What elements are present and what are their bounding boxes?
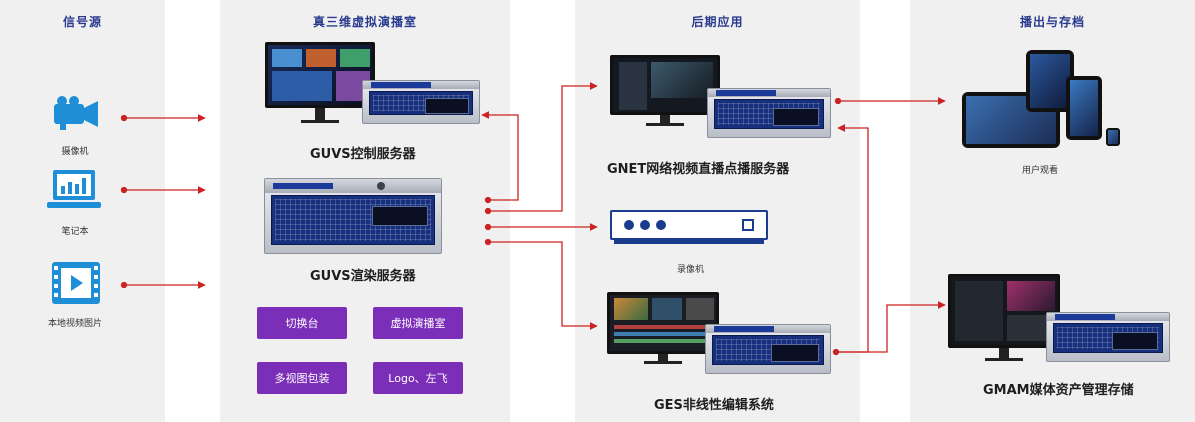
gmam-storage-label: GMAM媒体资产管理存储	[983, 383, 1134, 398]
column-title-studio: 真三维虚拟演播室	[312, 15, 417, 29]
watch-icon	[1106, 128, 1120, 146]
film-play-icon	[52, 262, 100, 304]
source-label-local-media: 本地视频图片	[47, 319, 102, 329]
function-switcher: 切换台	[257, 307, 347, 339]
control-server-label: GUVS控制服务器	[310, 147, 416, 162]
recorder-label: 录像机	[677, 265, 705, 275]
ges-monitor	[607, 292, 719, 364]
control-monitor	[265, 42, 375, 126]
ges-server-rack	[705, 324, 831, 374]
phone-icon	[1066, 76, 1102, 140]
source-label-laptop: 笔记本	[61, 227, 89, 237]
gnet-monitor	[610, 55, 720, 126]
user-devices	[962, 48, 1122, 148]
user-viewing-label: 用户观看	[1022, 166, 1059, 176]
laptop-chart-icon	[47, 168, 101, 212]
video-camera-icon	[48, 96, 100, 132]
column-source: 信号源	[0, 0, 165, 422]
column-title-output: 播出与存档	[1019, 15, 1085, 29]
function-virtual-studio: 虚拟演播室	[373, 307, 463, 339]
control-server-rack	[362, 80, 480, 124]
gmam-storage-rack	[1046, 312, 1170, 362]
gnet-server-label: GNET网络视频直播点播服务器	[607, 162, 790, 177]
gmam-monitor	[948, 274, 1060, 362]
render-server-rack	[264, 178, 442, 254]
recorder-device	[610, 210, 768, 240]
column-title-source: 信号源	[62, 15, 102, 29]
column-title-post: 后期应用	[691, 15, 744, 29]
function-logo: Logo、左飞	[373, 362, 463, 394]
function-multiview: 多视图包装	[257, 362, 347, 394]
render-server-label: GUVS渲染服务器	[310, 269, 416, 284]
source-label-camera: 摄像机	[61, 147, 89, 157]
recorder-feet	[614, 240, 764, 244]
ges-system-label: GES非线性编辑系统	[654, 398, 774, 413]
gnet-server-rack	[707, 88, 831, 138]
